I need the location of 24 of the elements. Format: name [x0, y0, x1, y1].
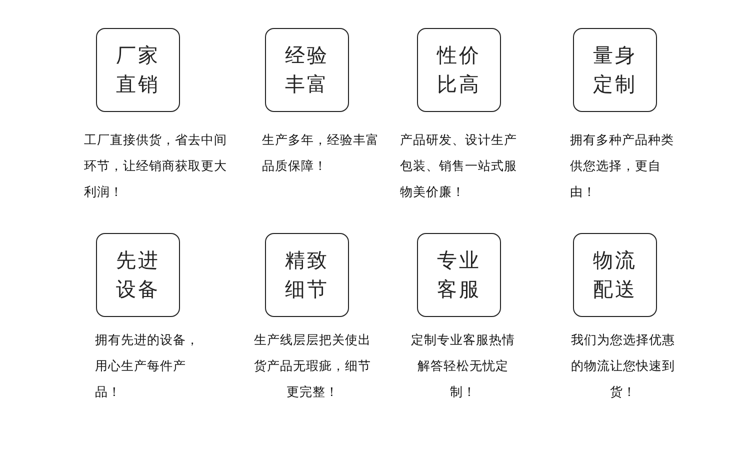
feature-title: 量身定制 [593, 42, 637, 98]
feature-description: 定制专业客服热情解答轻松无忧定制！ [410, 331, 516, 401]
feature-description: 生产线层层把关使出货产品无瑕疵，细节更完整！ [253, 331, 372, 401]
feature-title: 性价比高 [437, 42, 481, 98]
feature-title: 先进设备 [116, 247, 160, 303]
feature-description: 我们为您选择优惠的物流让您快速到货！ [570, 331, 676, 401]
feature-title: 厂家直销 [116, 42, 160, 98]
feature-description: 工厂直接供货，省去中间环节，让经销商获取更大利润！ [84, 131, 228, 201]
feature-description: 产品研发、设计生产包装、销售一站式服物美价廉！ [400, 131, 518, 201]
feature-title: 专业客服 [437, 247, 481, 303]
feature-title: 物流配送 [593, 247, 637, 303]
feature-title: 精致细节 [285, 247, 329, 303]
rounded-box [96, 28, 180, 112]
feature-description: 拥有多种产品种类供您选择，更自由！ [570, 131, 675, 201]
feature-description: 拥有先进的设备，用心生产每件产品！ [95, 331, 200, 401]
feature-title: 经验丰富 [285, 42, 329, 98]
rounded-box [417, 28, 501, 112]
rounded-box [573, 28, 657, 112]
rounded-box [573, 233, 657, 317]
rounded-box [96, 233, 180, 317]
rounded-box [265, 233, 349, 317]
rounded-box [265, 28, 349, 112]
rounded-box [417, 233, 501, 317]
feature-description: 生产多年，经验丰富品质保障！ [262, 131, 380, 175]
